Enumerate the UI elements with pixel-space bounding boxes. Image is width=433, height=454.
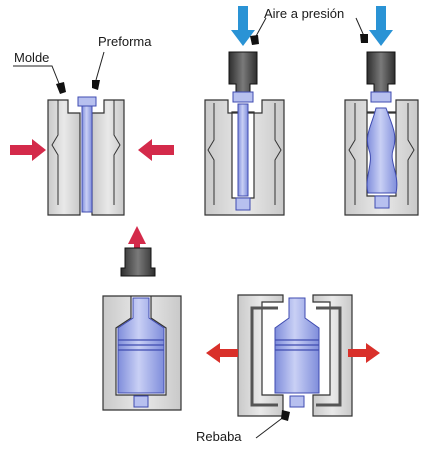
mold-inner-shell-right — [316, 306, 342, 407]
mold-pointer-icon — [56, 82, 66, 94]
stage-2-mold-closed — [204, 6, 285, 216]
stage-3-blowing — [344, 6, 419, 216]
label-preform: Preforma — [98, 34, 152, 49]
bottle-rings — [118, 339, 164, 351]
mold-leader-line — [13, 65, 61, 87]
mold-half-right — [312, 294, 353, 417]
mold-cavity-outline — [348, 103, 415, 205]
mold-cavity-outline — [51, 100, 121, 205]
label-air-pressure: Aire a presión — [264, 6, 344, 21]
mold-inner-shell-left — [250, 306, 278, 407]
air-pointer-right-icon — [360, 34, 368, 43]
arrow-down-icon — [231, 6, 255, 46]
preform — [81, 99, 93, 213]
arrow-up-icon — [128, 226, 146, 262]
arrow-down-icon — [369, 6, 393, 46]
nozzle-collar — [370, 91, 392, 103]
arrow-left-icon — [138, 139, 174, 161]
bottle-rings — [275, 339, 319, 351]
mold-closed — [102, 295, 182, 411]
nozzle-collar — [232, 91, 254, 103]
preform-pointer-icon — [92, 80, 100, 90]
mold-cavity-outline — [207, 103, 282, 205]
bottle-base-stub — [133, 395, 149, 408]
preform — [237, 103, 249, 197]
stage-4-nozzle-retract — [102, 226, 182, 411]
preform-leader-line — [95, 51, 105, 81]
arrow-right-icon — [348, 343, 380, 363]
flash-stub — [289, 395, 305, 408]
label-flash: Rebaba — [196, 429, 242, 444]
air-nozzle — [366, 51, 396, 95]
preform-neck — [77, 96, 97, 107]
arrow-right-icon — [10, 139, 46, 161]
air-pressure-callout: Aire a presión — [250, 6, 368, 45]
air-leader-left — [254, 17, 267, 39]
flash-leader-line — [255, 415, 286, 439]
air-nozzle — [228, 51, 258, 95]
air-leader-right — [355, 17, 365, 37]
arrow-left-icon — [206, 343, 238, 363]
label-mold: Molde — [14, 50, 49, 65]
preform-tip — [235, 197, 251, 211]
stage-1-preform-insertion: Molde Preforma — [10, 34, 174, 216]
expanding-parison — [366, 107, 398, 194]
air-nozzle-retracted — [120, 247, 156, 277]
mold-half-left — [47, 99, 81, 216]
flash-pointer-icon — [281, 410, 290, 421]
mold-half-right — [91, 99, 125, 216]
mold-half-left — [237, 294, 284, 417]
air-pointer-left-icon — [250, 35, 259, 45]
preform-tip — [374, 195, 390, 209]
stage-5-mold-open: Rebaba — [196, 294, 380, 444]
